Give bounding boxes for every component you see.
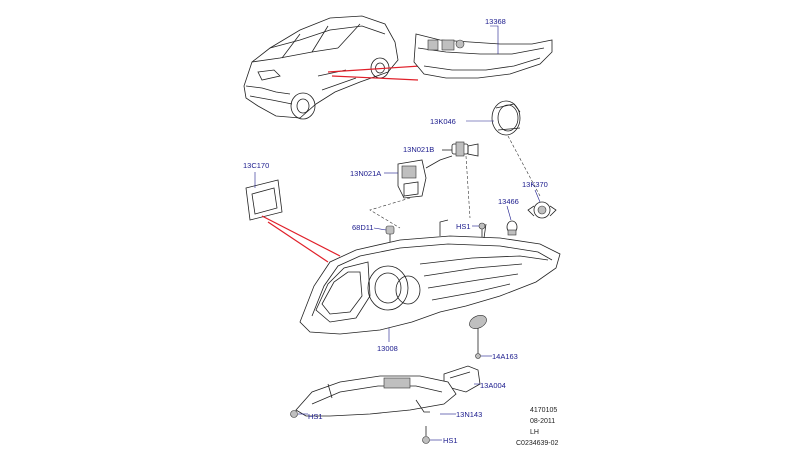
label-13N021A: 13N021A xyxy=(350,169,381,178)
diagram-side: LH xyxy=(530,429,539,436)
assembly-line xyxy=(369,197,411,229)
fixing-clip xyxy=(385,225,395,242)
screw-bottom xyxy=(422,426,430,444)
leader-13K370 xyxy=(534,189,541,203)
screw-left xyxy=(290,410,298,418)
label-14A163: 14A163 xyxy=(492,352,518,361)
side-light-bulb-holder xyxy=(527,201,557,219)
label-HS1-bottom: HS1 xyxy=(443,436,458,445)
wiring-grommet xyxy=(469,315,487,359)
headlamp-label-plate xyxy=(245,179,283,221)
headlamp-assembly xyxy=(299,219,561,335)
label-HS1-left: HS1 xyxy=(308,412,323,421)
leader-13466 xyxy=(506,205,512,221)
label-13N143: 13N143 xyxy=(456,410,482,419)
vehicle-illustration xyxy=(243,15,399,120)
highlight-line xyxy=(331,75,419,81)
assembly-line xyxy=(507,135,541,197)
label-13008: 13008 xyxy=(377,344,398,353)
headlamp-lower-cover xyxy=(295,375,457,417)
label-13C170: 13C170 xyxy=(243,161,269,170)
label-13K370: 13K370 xyxy=(522,180,548,189)
label-13368: 13368 xyxy=(485,17,506,26)
diagram-reference: C0234639-02 xyxy=(516,440,559,447)
label-13A004: 13A004 xyxy=(480,381,506,390)
label-13K046: 13K046 xyxy=(430,117,456,126)
highlight-line xyxy=(327,65,421,73)
headlamp-bulb xyxy=(442,141,479,157)
highlight-line xyxy=(267,221,329,263)
assembly-line xyxy=(465,155,471,219)
diagram-code: 4170105 xyxy=(530,407,557,414)
highlight-line xyxy=(261,215,341,257)
label-13N021B: 13N021B xyxy=(403,145,434,154)
leader-68D11 xyxy=(373,227,387,231)
leader-13368 xyxy=(490,25,499,54)
side-repeater-lamp xyxy=(413,33,553,79)
diagram-date: 08-2011 xyxy=(530,418,555,425)
headlamp-cover-cap xyxy=(491,100,521,136)
label-HS1-upper: HS1 xyxy=(456,222,471,231)
label-13466: 13466 xyxy=(498,197,519,206)
label-68D11: 68D11 xyxy=(352,223,374,232)
side-light-bulb xyxy=(506,220,518,236)
hid-ballast xyxy=(397,155,453,199)
